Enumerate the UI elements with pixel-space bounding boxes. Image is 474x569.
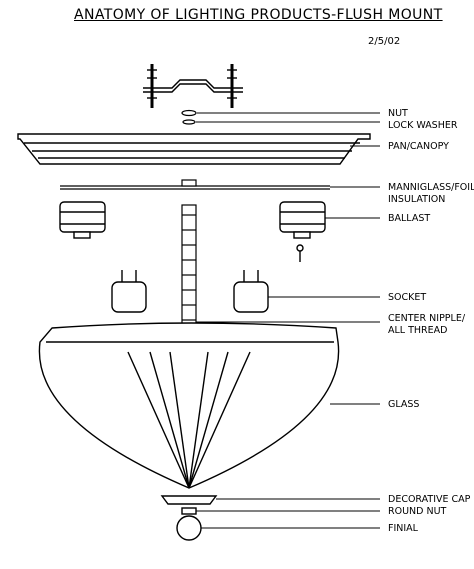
- label-nut: NUT: [388, 108, 408, 119]
- label-center-nipple-line1: CENTER NIPPLE/: [388, 313, 466, 324]
- label-decorative-cap: DECORATIVE CAP: [388, 494, 471, 505]
- finial: [176, 515, 202, 541]
- label-lock-washer: LOCK WASHER: [388, 120, 458, 131]
- label-socket: SOCKET: [388, 292, 426, 303]
- round-nut: [181, 507, 197, 515]
- label-ballast: BALLAST: [388, 213, 430, 224]
- nut-washer: [181, 109, 197, 125]
- ballast-right: [279, 201, 326, 262]
- mounting-strap: [143, 64, 243, 108]
- pan-canopy: [17, 133, 371, 165]
- socket-right: [233, 270, 269, 313]
- label-manniglass-line2: INSULATION: [388, 194, 445, 205]
- label-round-nut: ROUND NUT: [388, 506, 447, 517]
- page-title: ANATOMY OF LIGHTING PRODUCTS-FLUSH MOUNT: [74, 7, 443, 23]
- label-glass: GLASS: [388, 399, 419, 410]
- glass-bowl: [38, 322, 340, 489]
- label-finial: FINIAL: [388, 523, 419, 534]
- label-center-nipple-line2: ALL THREAD: [388, 325, 447, 336]
- decorative-cap: [160, 495, 218, 505]
- ballast-left: [59, 201, 106, 239]
- label-pan-canopy: PAN/CANOPY: [388, 141, 449, 152]
- page-date: 2/5/02: [368, 36, 401, 47]
- manniglass-insulation: [60, 179, 330, 190]
- socket-left: [111, 270, 147, 313]
- leader-lines: [196, 112, 380, 529]
- label-manniglass-line1: MANNIGLASS/FOIL: [388, 182, 474, 193]
